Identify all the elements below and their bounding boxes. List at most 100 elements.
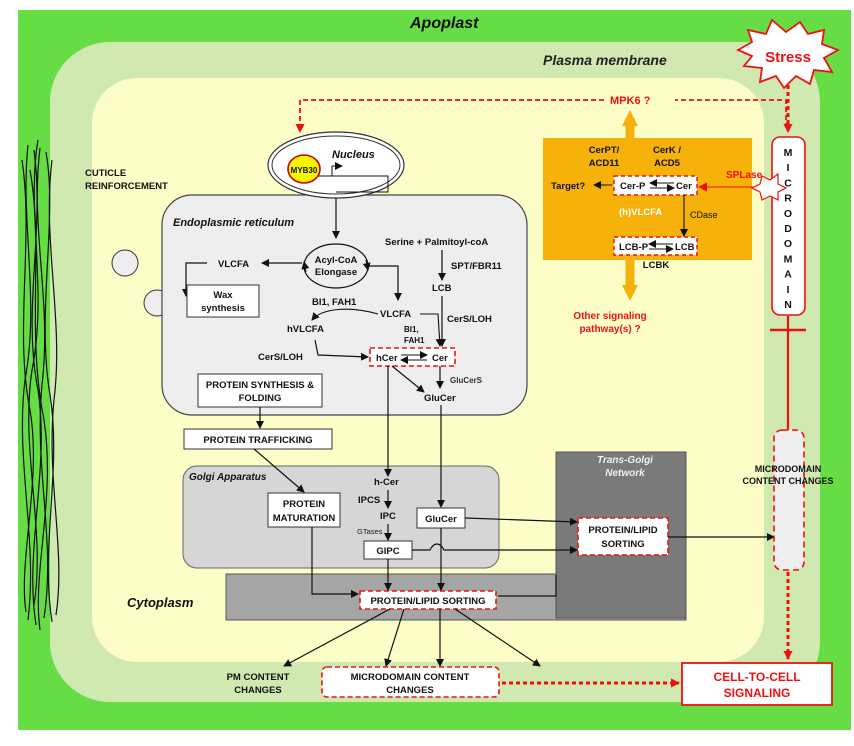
line-sorting-tgn	[498, 575, 557, 597]
cers-loh-left-label: CerS/LOH	[258, 352, 303, 363]
gtases-label: GTases	[357, 527, 383, 536]
acyl-coa-label: Acyl-CoA	[315, 255, 358, 266]
lcb-label: LCB	[432, 283, 452, 294]
microdomain-box	[771, 136, 806, 316]
microdomain-letter: N	[784, 299, 792, 311]
microdomain-letter: O	[784, 208, 792, 220]
microdomain-letter: M	[784, 253, 793, 265]
protein-synthesis-line2: FOLDING	[239, 393, 282, 404]
golgi-label: Golgi Apparatus	[189, 472, 267, 483]
cer-label: Cer	[432, 353, 448, 364]
microdomain-letter: O	[784, 238, 792, 250]
acd5-label: ACD5	[654, 158, 681, 169]
cuticle-label-line2: REINFORCEMENT	[85, 181, 168, 192]
serine-label: Serine + Palmitoyl-coA	[385, 237, 488, 248]
cycle-arrow-right	[362, 259, 371, 271]
other-signaling-line1: Other signaling	[573, 311, 646, 322]
vlcfa-left-label: VLCFA	[218, 259, 249, 270]
signal-cer-label: Cer	[676, 181, 692, 192]
microdomain-changes-box	[773, 429, 805, 571]
wax-label-line1: Wax	[213, 290, 233, 301]
arrow-trafficking-maturation	[253, 448, 305, 493]
wax-label-line2: synthesis	[201, 303, 245, 314]
arrow-elongase-vlcfa-center	[368, 265, 402, 301]
arrow-to-microdomain-1	[384, 608, 405, 667]
microdomain-letter: R	[784, 193, 792, 205]
arrow-glucer-tgn	[464, 517, 578, 526]
gene-box	[318, 175, 389, 193]
arrow-vlcfa-hvlcfa	[311, 308, 379, 321]
gipc-label: GIPC	[376, 546, 399, 557]
stress-burst-icon	[735, 18, 841, 90]
microdomain-letter: C	[784, 177, 792, 189]
arrow-gipc-tgn	[412, 543, 578, 554]
pm-content-line1: PM CONTENT	[227, 672, 290, 683]
nucleus-label: Nucleus	[332, 149, 375, 161]
apoplast-label: Apoplast	[409, 15, 479, 32]
microdomain-letter: I	[787, 284, 790, 296]
cell-signaling-line1: CELL-TO-CELL	[713, 670, 800, 684]
maturation-line1: PROTEIN	[283, 499, 325, 510]
tgn-label-line1: Trans-Golgi	[597, 455, 653, 466]
target-label: Target?	[551, 181, 585, 192]
bi1-small-label: BI1,	[404, 325, 419, 334]
arrow-hcer-glucer	[391, 365, 425, 393]
microdomain-content-box	[321, 666, 500, 698]
microdomain-letter: M	[784, 147, 793, 159]
vlcfa-center-label: VLCFA	[380, 309, 411, 320]
microdomain-content-line2: CHANGES	[386, 685, 434, 696]
cell-to-cell-box	[681, 662, 833, 706]
ipcs-label: IPCS	[358, 495, 380, 506]
bi1-fah1-label: BI1, FAH1	[312, 297, 357, 308]
h-vlcfa-label: (h)VLCFA	[619, 207, 662, 218]
mpk6-label: MPK6 ?	[610, 95, 651, 107]
myb30-factor	[287, 154, 321, 184]
arrow-hvlcfa-hcer	[314, 339, 369, 361]
signal-lcb-label: LCB	[675, 242, 695, 253]
microdomain-content-line1: MICRODOMAIN CONTENT	[351, 672, 470, 683]
protein-maturation-box	[267, 492, 341, 528]
arrow-to-pm-content	[283, 608, 391, 667]
er-label: Endoplasmic reticulum	[173, 217, 294, 229]
cers-loh-right-label: CerS/LOH	[447, 314, 492, 325]
golgi-glucer-label: GluCer	[425, 514, 457, 525]
cerp-label: Cer-P	[620, 181, 646, 192]
protein-trafficking-box	[183, 428, 333, 450]
hcer-label: hCer	[376, 353, 398, 364]
stress-mpk6-link	[675, 99, 787, 128]
protein-synthesis-line1: PROTEIN SYNTHESIS &	[206, 380, 314, 391]
vesicle	[111, 249, 139, 277]
nucleus-inner-membrane	[271, 135, 401, 195]
stress-label: Stress	[765, 49, 811, 66]
lcbp-label: LCB-P	[619, 242, 649, 253]
arrow-vlcfa-wax	[182, 262, 207, 297]
cerk-label: CerK /	[653, 145, 681, 156]
hcer-cer-box	[369, 347, 456, 367]
cuticle-fibers-icon	[21, 139, 60, 631]
arrow-maturation-sorting	[311, 527, 359, 598]
elongase-label: Elongase	[315, 267, 357, 278]
arrow-vlcfa-cer	[420, 313, 444, 347]
glucers-label: GluCerS	[450, 376, 483, 385]
cytoplasm-sorting-label: PROTEIN/LIPID SORTING	[370, 596, 485, 607]
splase-burst-icon	[750, 172, 788, 201]
cerpt-label: CerPT/	[589, 145, 620, 156]
glucer-er-label: GluCer	[424, 393, 456, 404]
arrow-to-right	[454, 608, 541, 667]
microdomain-changes-line1: MICRODOMAIN	[755, 464, 822, 474]
microdomain-letter: D	[784, 223, 792, 235]
tgn-sorting-box	[577, 517, 669, 556]
other-signaling-line2: pathway(s) ?	[579, 324, 640, 335]
wax-synthesis-box	[186, 284, 260, 318]
protein-synthesis-box	[197, 373, 323, 408]
transcription-start-arrow	[331, 162, 343, 176]
cycle-arrow-left	[301, 261, 310, 273]
protein-trafficking-label: PROTEIN TRAFFICKING	[203, 435, 312, 446]
myb30-label: MYB30	[291, 166, 318, 175]
acd11-label: ACD11	[589, 158, 620, 169]
plasma-membrane-label: Plasma membrane	[543, 52, 667, 68]
spt-label: SPT/FBR11	[451, 261, 502, 272]
hvlcfa-label: hVLCFA	[287, 324, 324, 335]
